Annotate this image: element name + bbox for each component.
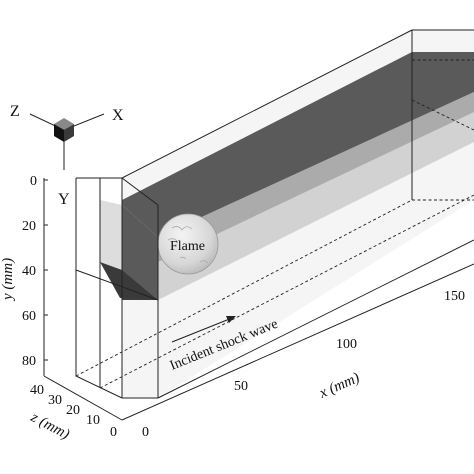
flame-texture <box>167 226 209 264</box>
dark-top-band <box>122 52 474 237</box>
hidden-edge-1 <box>75 199 413 377</box>
x-axis-line <box>121 263 474 421</box>
z-tick-40: 40 <box>30 383 44 398</box>
y-tick-20: 20 <box>22 219 36 234</box>
z-tick-20: 20 <box>66 403 80 418</box>
box-bottom-edge <box>157 239 474 399</box>
x-tick-150: 150 <box>444 289 465 304</box>
x-tick-100: 100 <box>336 337 357 352</box>
y-tick-80: 80 <box>22 354 36 369</box>
front-dark-strip <box>122 205 158 300</box>
z-axis-line <box>43 375 123 421</box>
orientation-y-label: Y <box>58 191 70 208</box>
orientation-x-label: X <box>112 107 124 124</box>
orientation-z-label: Z <box>10 103 20 120</box>
shock-arrow-icon <box>171 316 236 343</box>
box-horizontal-mid <box>75 269 159 301</box>
flame-label: Flame <box>170 239 205 254</box>
y-tick-40: 40 <box>22 264 36 279</box>
y-tick-0: 0 <box>30 174 37 189</box>
box-top-edge <box>121 29 413 179</box>
front-dark-wedge <box>100 262 158 300</box>
y-axis-label: y (mm) <box>0 258 16 302</box>
x-axis-label: x (mm) <box>316 370 362 402</box>
y-tick-60: 60 <box>22 309 36 324</box>
z-tick-0: 0 <box>110 425 117 440</box>
y-axis-ticks <box>44 179 48 361</box>
mid-band <box>158 92 474 262</box>
orientation-cube-icon <box>29 113 105 170</box>
z-tick-30: 30 <box>48 393 62 408</box>
hidden-edge-6 <box>411 99 474 131</box>
z-tick-10: 10 <box>86 413 100 428</box>
x-tick-50: 50 <box>234 379 248 394</box>
hidden-edge-3 <box>99 194 474 389</box>
front-light-panel <box>100 200 122 270</box>
x-tick-0: 0 <box>142 425 149 440</box>
